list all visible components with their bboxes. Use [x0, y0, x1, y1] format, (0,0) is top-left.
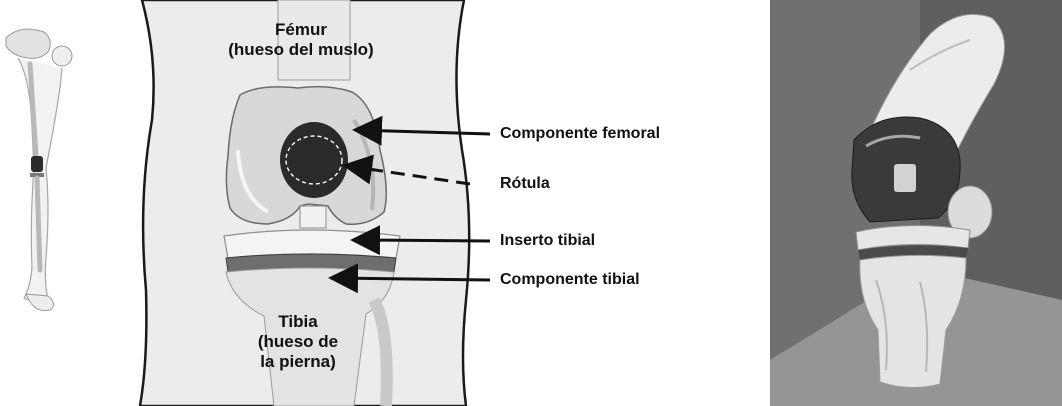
arrow-inserto-tibial	[356, 240, 490, 241]
label-componente-tibial: Componente tibial	[500, 270, 640, 290]
label-componente-femoral: Componente femoral	[500, 124, 660, 144]
arrow-rotula	[348, 166, 470, 184]
arrow-componente-tibial	[334, 278, 490, 280]
arrow-componente-femoral	[358, 130, 490, 134]
label-inserto-tibial: Inserto tibial	[500, 231, 595, 251]
knee-3d-render	[770, 0, 1062, 406]
label-rotula: Rótula	[500, 174, 550, 194]
